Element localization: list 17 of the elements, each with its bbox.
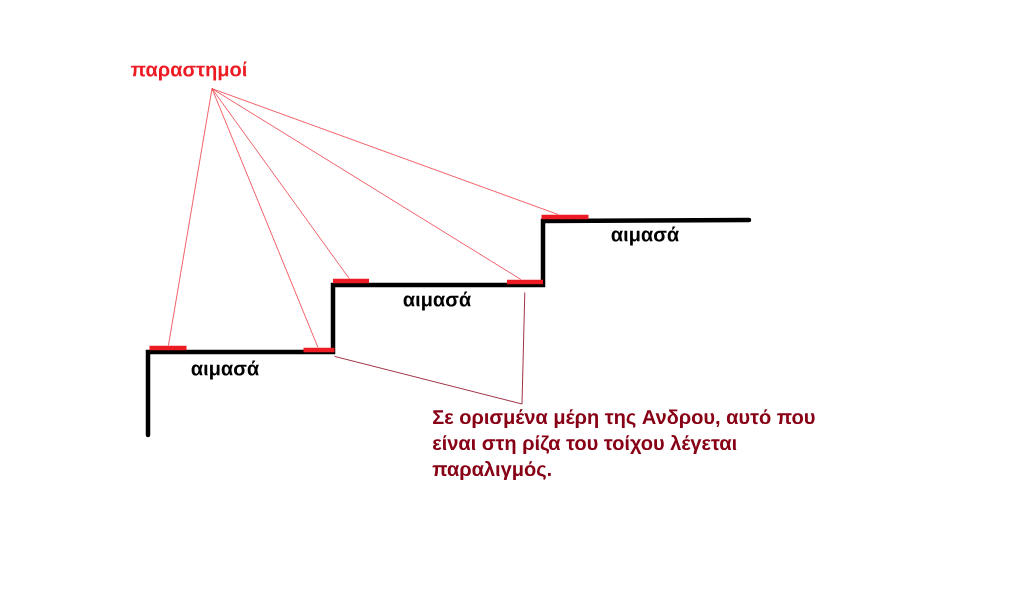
leader-line <box>211 88 522 280</box>
note-text: Σε ορισμένα μέρη της Ανδρου, αυτό που είναι στη ρίζα του τοίχου λέγεται παραλιγμός. <box>432 409 815 481</box>
leader-line <box>334 356 523 405</box>
callout-label: παραστημοί <box>131 61 247 81</box>
wall-edge-mark <box>303 347 335 353</box>
wall-edge-mark <box>149 345 187 351</box>
leader-line <box>211 88 559 215</box>
leader-line <box>521 292 526 405</box>
terrace-label: αιμασά <box>611 226 679 246</box>
wall-edge-mark <box>507 279 543 285</box>
leader-line <box>211 88 350 279</box>
terrace-label: αιμασά <box>191 360 259 380</box>
terrace-label: αιμασά <box>403 291 471 311</box>
leader-line <box>168 88 213 346</box>
wall-edge-mark <box>541 214 589 220</box>
leader-line <box>211 88 319 348</box>
wall-edge-mark <box>333 278 369 284</box>
